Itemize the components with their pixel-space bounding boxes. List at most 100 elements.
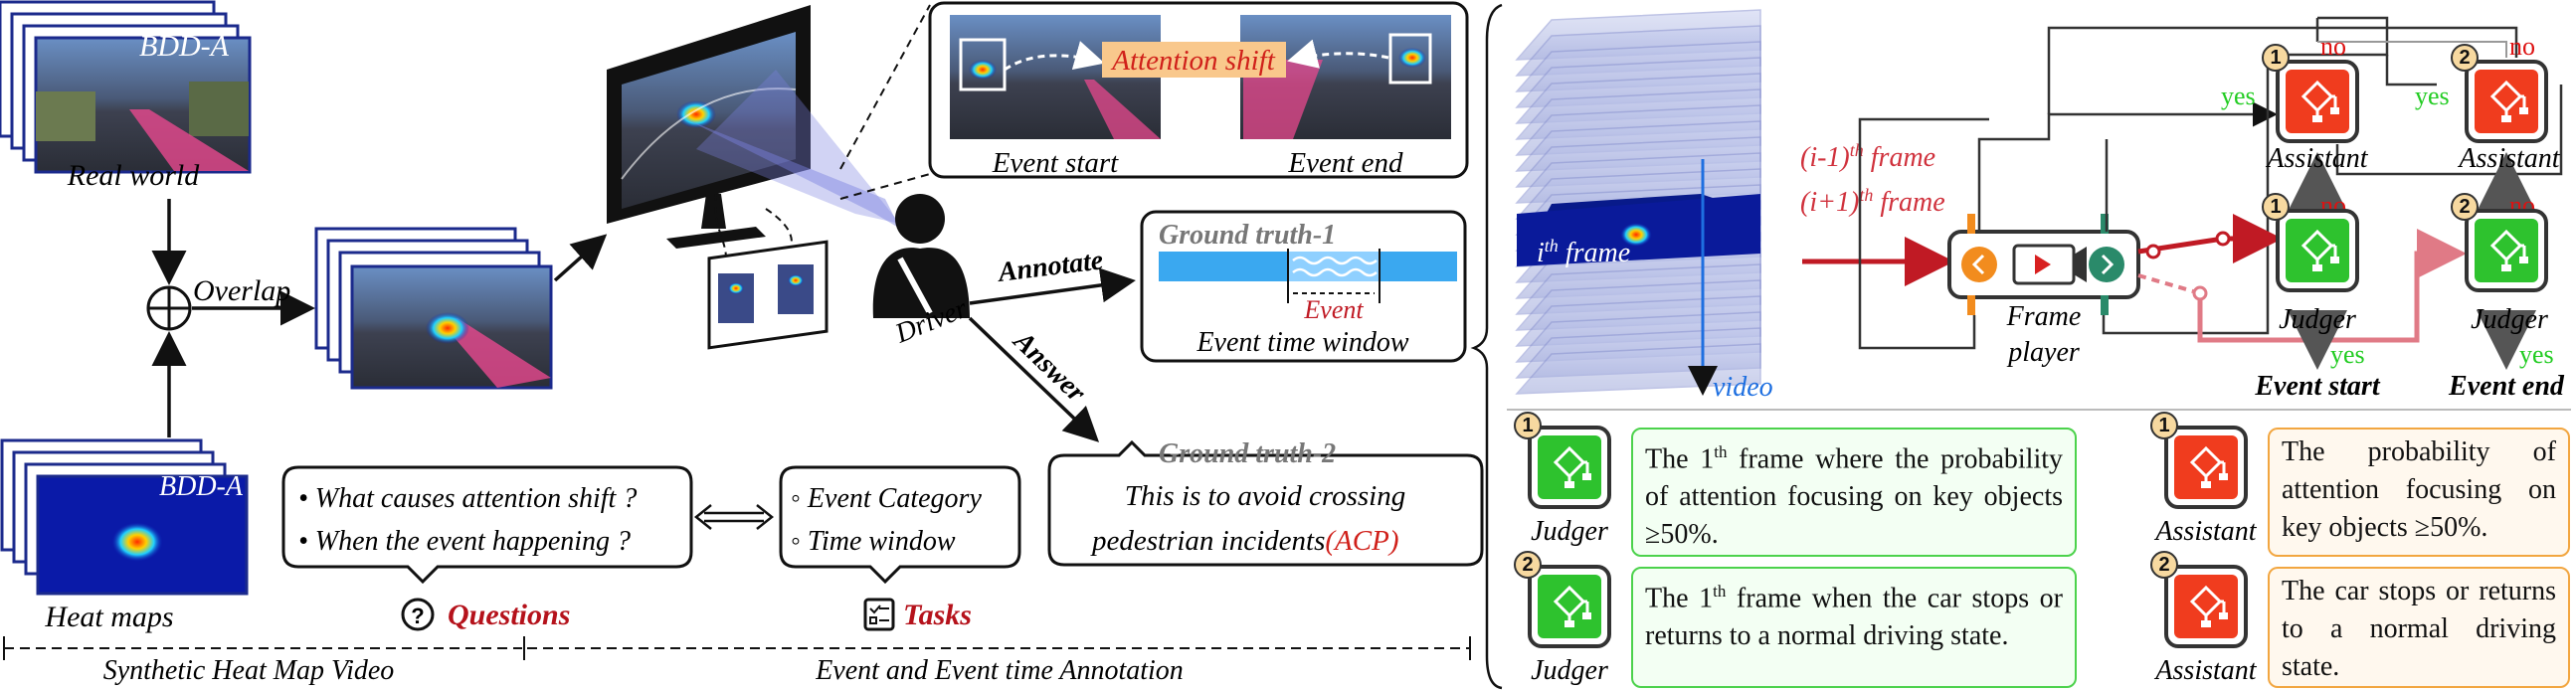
agent-icon-inner [2475,219,2538,282]
gt2-acp: (ACP) [1325,525,1398,557]
no-label-a2: no [2509,32,2535,61]
dashed-zoom-line [839,173,931,200]
badge-1: 1 [1514,412,1542,439]
legend-assistant-2-label: Assistant [2153,655,2257,686]
question-icon: ? [401,598,435,631]
task-1: ◦ Event Category [791,483,982,514]
prev-frame-button[interactable] [1961,247,1997,282]
yes-label-j1: yes [2330,340,2365,369]
arrow-annotate [969,267,1136,305]
gt2-line2-text: pedestrian incidents [1090,525,1325,557]
flowchart-icon [1553,585,1591,627]
legend-assistant-1-text: The probability of attention focusing on… [2268,428,2570,557]
assistant-1-agent-icon [2276,60,2359,143]
event-window [1288,252,1380,281]
event-end-label: Event end [1287,147,1403,179]
assistant-1-label: Assistant [2265,143,2368,174]
switch-to-judger-2 [2197,229,2467,343]
frame-current-suffix: frame [1559,238,1630,268]
gt2-line2: pedestrian incidents(ACP) [1090,525,1398,557]
heat-map-tag: BDD-A [159,471,244,502]
real-world-tag: BDD-A [139,30,230,63]
arrow-answer [968,316,1100,442]
next-frame-button[interactable] [2089,247,2124,282]
judger-2-label: Judger [2471,304,2548,335]
event-start-result: Event start [2254,371,2380,402]
flowchart-icon [2189,585,2228,627]
frame-current-th: th [1545,236,1559,256]
double-arrow-icon [693,504,775,530]
legend-j2-b: frame when the car stops or returns to a… [1645,583,2064,652]
mini-frames [707,240,828,350]
questions-bubble [281,465,693,585]
agent-icon-inner [1538,575,1601,638]
frame-next-th: th [1859,185,1873,205]
attention-shift-tag [1102,42,1286,78]
frame-player-label-1: Frame [2006,301,2082,332]
agent-icon-inner [2174,575,2238,638]
dashed-zoom-line [839,4,931,170]
frame-player-label-2: player [2006,337,2080,368]
section-brace [1470,3,1503,690]
yes-label-j2: yes [2519,340,2554,369]
legend-judger-1-label: Judger [1531,516,1608,547]
arrow-to-monitor [553,234,608,282]
badge-2: 2 [2150,551,2178,579]
legend-judger-1-text: The 1th frame where the probability of a… [1631,428,2077,557]
legend-j1-th: th [1714,442,1728,461]
event-start-label: Event start [992,147,1119,179]
badge-1: 1 [2262,193,2290,221]
svg-text:?: ? [411,604,424,628]
dashed-link [714,193,727,259]
gt1-window-label: Event time window [1196,327,1408,358]
legend-j1-b: frame where the probability of attention… [1645,443,2064,551]
agent-icon-inner [1538,435,1601,499]
driver-icon [872,194,970,318]
flowchart-icon [2300,80,2339,122]
task-2: ◦ Time window [791,526,956,557]
badge-2: 2 [1514,551,1542,579]
legend-assistant-1-icon [2164,426,2248,509]
agent-icon-inner [2475,70,2538,133]
question-1: • What causes attention shift ? [298,483,637,514]
tasks-bubble [779,465,1021,585]
real-world-label: Real world [67,159,200,192]
tasks-checklist-icon [863,598,895,631]
overlap-label: Overlap [193,274,290,307]
yes-label-a2: yes [2415,82,2450,110]
footer-right-label: Event and Event time Annotation [815,655,1184,686]
line-to-assistant-1 [1977,101,2278,232]
dashed-link [765,208,793,261]
flowchart-icon [2300,229,2339,271]
frame-prev-index: (i-1) [1800,142,1850,173]
flowchart-icon [2489,80,2528,122]
frame-prev-th: th [1850,140,1864,160]
annotate-label: Annotate [995,245,1105,288]
frame-prev-suffix: frame [1864,142,1935,173]
legend-j1-a: The 1 [1645,443,1715,475]
event-end-result: Event end [2448,371,2565,402]
frame-prev-label: (i-1)th frame [1800,140,1935,173]
frame-next-index: (i+1) [1800,187,1859,218]
real-world-stack [0,0,252,174]
frame-next-suffix: frame [1873,187,1944,218]
legend-judger-2-text: The 1th frame when the car stops or retu… [1631,567,2077,688]
video-label: video [1713,372,1773,403]
heat-maps-label: Heat maps [44,601,173,633]
legend-judger-1-icon [1528,426,1611,509]
frame-current-index: i [1537,238,1545,268]
question-2: • When the event happening ? [298,526,631,557]
legend-j2-th: th [1713,582,1727,601]
legend-assistant-2-icon [2164,565,2248,648]
frame-player [1947,214,2140,315]
attention-shift-label: Attention shift [1110,45,1275,77]
flowchart-icon [2489,229,2528,271]
frame-next-label: (i+1)th frame [1800,185,1945,218]
gt2-title: Ground truth-2 [1159,438,1336,469]
agent-icon-inner [2286,219,2349,282]
agent-icon-inner [2286,70,2349,133]
legend-judger-2-label: Judger [1531,655,1608,686]
badge-1: 1 [2262,44,2290,72]
footer-left-label: Synthetic Heat Map Video [103,655,395,686]
